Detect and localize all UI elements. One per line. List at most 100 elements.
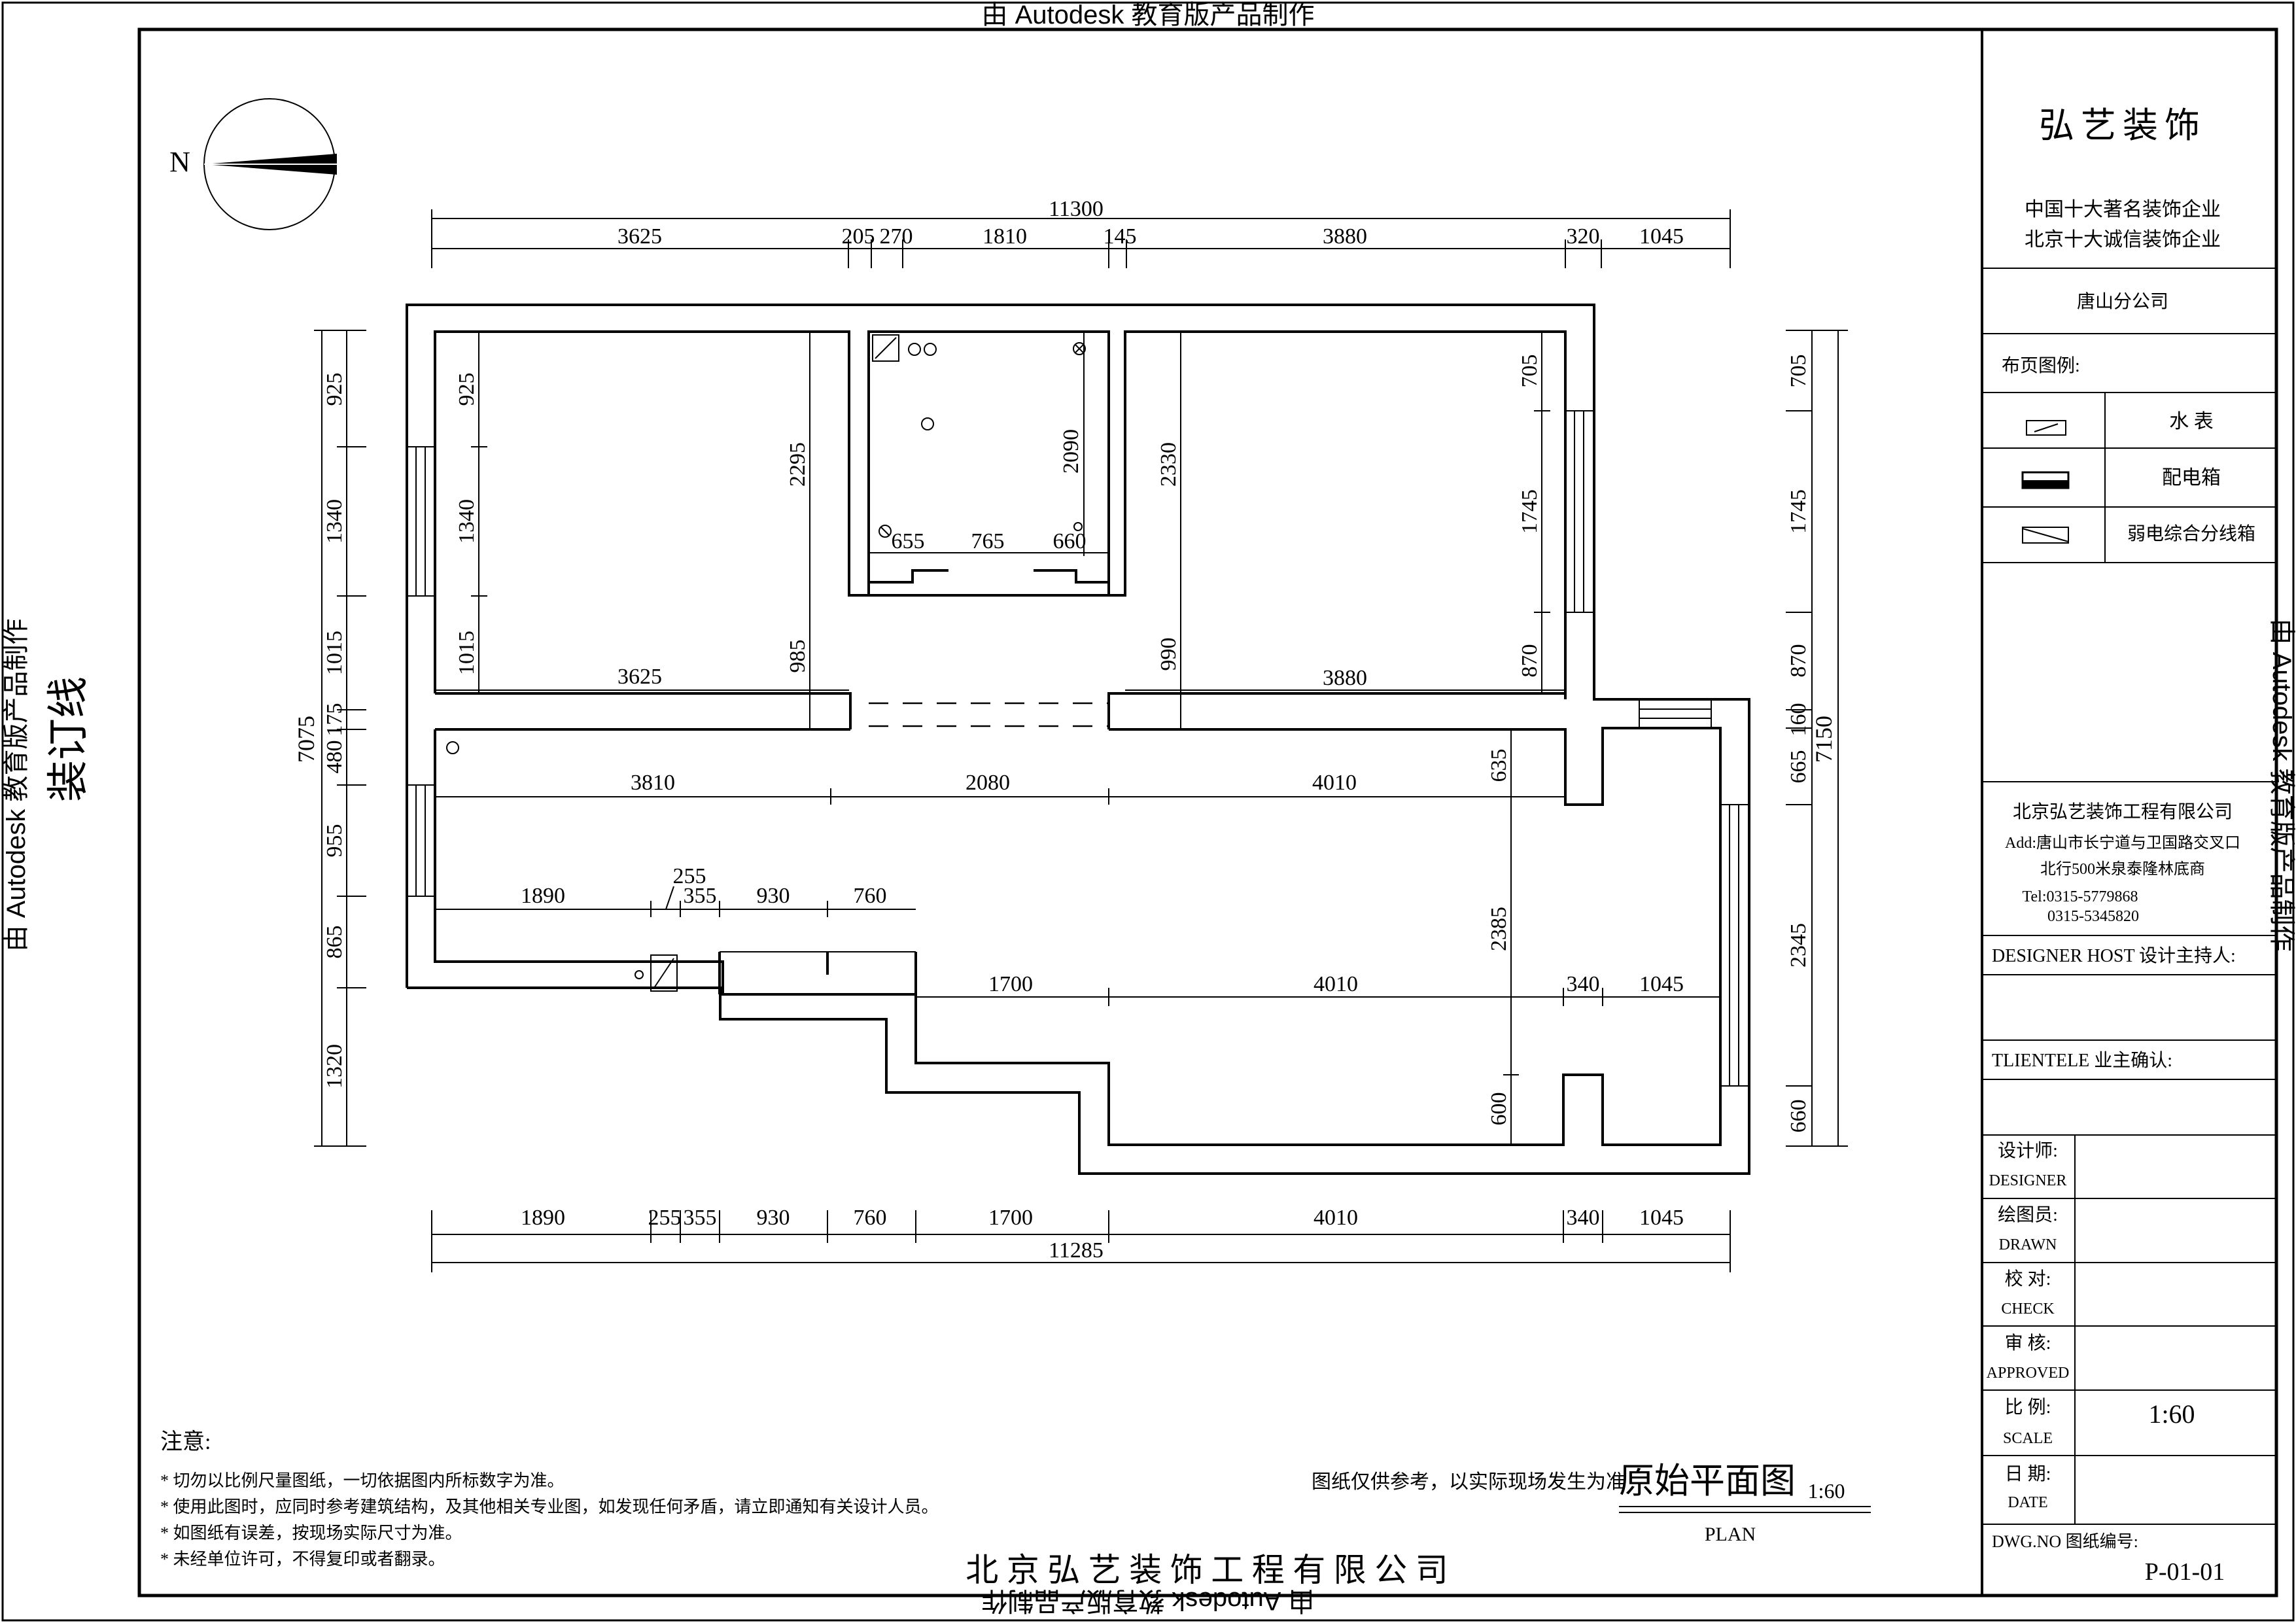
row-label-en: CHECK [2001,1300,2055,1318]
svg-text:760: 760 [854,884,887,908]
svg-text:990: 990 [1157,638,1181,671]
kitchen-walls [867,330,1110,597]
dim-right-total: 7150 [1811,716,1837,763]
svg-text:660: 660 [1053,529,1087,553]
tel-1: Tel:0315-5779868 [2023,888,2138,905]
water-meter-icon [2026,420,2066,436]
row-label-en: DESIGNER [1989,1172,2067,1189]
note-item: * 使用此图时，应同时参考建筑结构，及其他相关专业图，如发现任何矛盾，请立即通知… [160,1497,939,1516]
dim-right-seg: 870 [1786,644,1811,678]
dim-right-seg: 660 [1786,1100,1811,1133]
slogan-1: 中国十大著名装饰企业 [2025,199,2221,220]
notes: 注意: * 切勿以比例尺量图纸，一切依据图内所标数字为准。 * 使用此图时，应同… [160,1429,939,1569]
legend-item-label: 配电箱 [2162,467,2221,489]
dim-left-seg: 480 [322,741,347,774]
reference-note: 图纸仅供参考，以实际现场发生为准 [1312,1471,1626,1493]
dim-bottom-seg: 255 [648,1206,682,1230]
window-left-upper [406,446,436,597]
weak-current-box-icon [2022,527,2069,544]
dim-left-seg: 925 [322,373,347,406]
svg-text:765: 765 [971,529,1005,553]
svg-text:2090: 2090 [1059,429,1083,474]
dim-top-seg: 3880 [1323,224,1367,249]
row-label-cn: 比 例: [2005,1397,2051,1418]
dim-bottom-total: 11285 [1049,1238,1104,1263]
note-item: * 切勿以比例尺量图纸，一切依据图内所标数字为准。 [160,1471,565,1490]
svg-text:925: 925 [455,373,479,406]
dim-right-seg: 2345 [1786,923,1811,968]
dimension-inner: 925 1340 1015 3625 2295 985 2090 655 765… [435,332,1720,1145]
row-label-en: APPROVED [1987,1365,2070,1382]
dim-bottom-seg: 1700 [988,1206,1033,1230]
company-full-name: 北京弘艺装饰工程有限公司 [2013,801,2233,822]
row-label-cn: 审 核: [2005,1333,2051,1353]
client-confirm-label: TLIENTELE 业主确认: [1992,1050,2172,1071]
svg-text:2080: 2080 [965,771,1010,795]
dim-top-seg: 3625 [617,224,662,249]
dim-right-seg: 160 [1786,703,1811,737]
dim-top-seg: 1045 [1639,224,1684,249]
dimension-bottom: 1890 255 355 930 760 1700 4010 340 1045 … [431,1206,1731,1272]
dim-bottom-seg: 760 [854,1206,887,1230]
svg-text:4010: 4010 [1312,771,1357,795]
tel-2: 0315-5345820 [2047,908,2139,925]
north-arrow-icon [203,98,337,230]
scale-value: 1:60 [2148,1399,2195,1429]
dimension-right: 705 1745 870 160 665 2345 660 7150 [1786,330,1848,1147]
row-label-en: DRAWN [1999,1236,2057,1253]
window-left-lower [406,784,436,897]
row-label-cn: 日 期: [2005,1464,2051,1484]
dim-top-seg: 1810 [983,224,1027,249]
watermark-right: 由 Autodesk 教育版产品制作 [2267,618,2296,951]
svg-text:2295: 2295 [786,442,810,487]
svg-text:635: 635 [1487,749,1511,782]
address-line-2: 北行500米泉泰隆林底商 [2040,860,2205,878]
svg-text:1340: 1340 [455,499,479,544]
dim-bottom-seg: 355 [684,1206,717,1230]
slogan-2: 北京十大诚信装饰企业 [2025,229,2221,251]
svg-text:3880: 3880 [1323,666,1367,690]
svg-text:930: 930 [757,884,790,908]
title-block: 弘艺装饰 中国十大著名装饰企业 北京十大诚信装饰企业 唐山分公司 布页图例: 水… [1981,29,2276,1596]
dim-bottom-seg: 1045 [1639,1206,1684,1230]
dim-left-seg: 865 [322,926,347,959]
svg-text:355: 355 [684,884,717,908]
watermark-top: 由 Autodesk 教育版产品制作 [981,1,1314,29]
dim-bottom-seg: 340 [1567,1206,1600,1230]
dim-top-seg: 145 [1104,224,1137,249]
branch-name: 唐山分公司 [2077,291,2168,312]
plan-scale: 1:60 [1808,1479,1845,1503]
svg-text:1015: 1015 [455,631,479,675]
svg-text:705: 705 [1518,355,1542,388]
dim-top-seg: 320 [1567,224,1600,249]
svg-text:1045: 1045 [1639,972,1684,996]
legend-item-label: 弱电综合分线箱 [2127,523,2255,544]
svg-text:1745: 1745 [1518,489,1542,534]
north-label: N [169,146,190,178]
svg-text:2385: 2385 [1487,907,1511,951]
row-label-cn: 设计师: [1998,1140,2058,1161]
dim-right-seg: 665 [1786,750,1811,784]
dimension-left: 7075 925 1340 1015 175 480 955 865 1320 [293,330,366,1147]
dim-bottom-seg: 930 [757,1206,790,1230]
watermark-bottom: 由 Autodesk 教育版产品制作 [981,1586,1314,1615]
svg-text:4010: 4010 [1313,972,1358,996]
svg-text:255: 255 [673,864,706,888]
svg-text:3810: 3810 [631,771,675,795]
binding-line-label: 装订线 [45,676,92,802]
dim-left-seg: 1320 [322,1044,347,1089]
legend-item-label: 水 表 [2169,411,2214,432]
balcony-door [1639,699,1712,729]
drawing-frame [137,27,2278,1597]
walls [406,304,1750,1175]
dim-right-seg: 705 [1786,355,1811,388]
dim-right-seg: 1745 [1786,489,1811,534]
svg-text:600: 600 [1487,1092,1511,1126]
row-label-cn: 绘图员: [1998,1204,2058,1225]
watermark-left: 由 Autodesk 教育版产品制作 [2,618,31,951]
notes-title: 注意: [160,1429,211,1454]
svg-text:1700: 1700 [988,972,1033,996]
plan-title: 原始平面图 [1619,1461,1796,1501]
